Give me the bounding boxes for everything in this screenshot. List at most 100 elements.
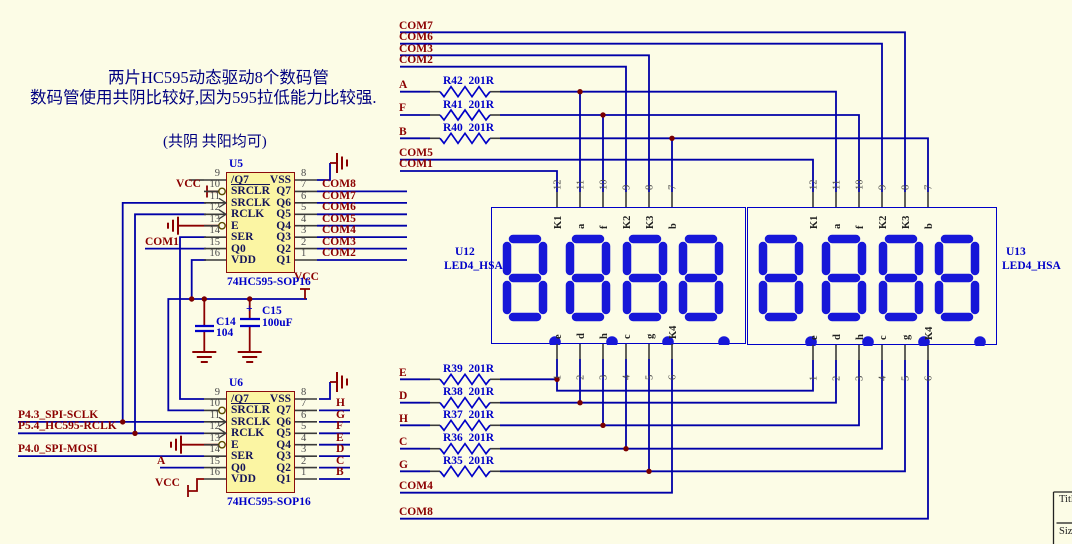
component-U5 (226, 172, 295, 273)
pin-number: 3 (301, 225, 307, 237)
pin-name-SRCLR: SRCLR (231, 185, 270, 198)
net-label-P5.4_HC595-RCLK: P5.4_HC595-RCLK (18, 420, 117, 433)
pin-number: 4 (878, 375, 889, 381)
net-wire (190, 259, 206, 299)
net-label-COM3: COM3 (322, 235, 356, 248)
pin-name-E: E (231, 219, 239, 232)
power-wire (188, 478, 204, 492)
junction-dot (623, 446, 629, 452)
pin-name-VSS: VSS (269, 393, 291, 405)
resistor-label: R35 201R (443, 454, 495, 467)
pin-number: 15 (209, 455, 221, 467)
net-label-VCC: VCC (294, 271, 319, 283)
net-label-COM6: COM6 (399, 30, 433, 43)
pin-number: 9 (214, 168, 220, 179)
pin-number: 7 (301, 398, 307, 410)
net-label-COM2: COM2 (399, 53, 433, 66)
pin-number: 11 (209, 190, 220, 202)
pin-name-Q1: Q1 (276, 473, 291, 485)
net-label-E: E (336, 431, 344, 444)
part-number-U5: 74HC595-SOP16 (227, 276, 311, 288)
annotation-line-3: (共阴 共阳均可) (163, 134, 267, 150)
designator-U5: U5 (229, 158, 244, 170)
net-label-COM8: COM8 (322, 178, 356, 191)
net-label-A: A (399, 78, 408, 91)
junction-dot (646, 468, 652, 474)
pin-number: 11 (832, 180, 843, 190)
net-label-C: C (399, 435, 408, 448)
pin-number: 9 (214, 387, 220, 398)
resistor-zigzag (439, 85, 491, 99)
net-label-D: D (336, 443, 345, 456)
net-label-COM1: COM1 (399, 158, 433, 171)
designator-U12: U12 (455, 246, 475, 258)
decimal-point (805, 336, 817, 346)
junction-dot (669, 135, 675, 141)
net-label-C: C (336, 454, 345, 467)
resistor-zigzag (439, 372, 491, 386)
net-label-COM3: COM3 (399, 42, 433, 55)
net-label-COM7: COM7 (322, 189, 356, 202)
decimal-point (662, 336, 674, 345)
resistor-zigzag (439, 396, 491, 410)
pin-number: 8 (901, 185, 912, 190)
clock-wedge-icon (218, 428, 228, 439)
pin-number: 12 (209, 421, 221, 433)
pin-number: 1 (553, 375, 564, 380)
pin-number: 11 (576, 180, 587, 190)
resistor-zigzag (439, 131, 491, 145)
net-wire (500, 360, 883, 450)
capacitor-label: + (246, 303, 253, 315)
net-label-B: B (336, 466, 344, 478)
resistor-zigzag (439, 418, 491, 432)
pin-name-Q0: Q0 (231, 242, 246, 255)
pin-name-E: E (231, 438, 239, 451)
part-number-U12: LED4_HSA (444, 260, 503, 272)
pin-number: 5 (301, 202, 307, 214)
annotation-line-2: 数码管使用共阴比较好,因为595拉低能力比较强. (30, 88, 377, 107)
pin-number: 10 (209, 398, 221, 410)
pin-number: 5 (901, 376, 912, 381)
capacitor-label: 100uF (262, 317, 293, 329)
pin-number: 2 (301, 455, 307, 467)
net-label-F: F (336, 420, 344, 433)
pin-number: 4 (301, 213, 307, 225)
junction-dot (577, 400, 583, 406)
decimal-point (606, 336, 618, 345)
net-wire (500, 360, 906, 473)
net-wire (556, 359, 814, 392)
pin-number: 10 (855, 180, 866, 191)
net-label-G: G (336, 408, 345, 421)
pin-name-RCLK: RCLK (231, 427, 265, 440)
net-wire (400, 158, 814, 192)
junction-dot (600, 112, 606, 118)
pin-name-Q4: Q4 (276, 438, 291, 451)
junction-dot (132, 430, 138, 436)
net-wire (400, 54, 650, 192)
clock-wedge-icon (218, 416, 228, 427)
net-label-A: A (157, 454, 166, 467)
net-wire (500, 360, 837, 404)
designator-U6: U6 (229, 377, 244, 389)
net-label-P4.3_SPI-SCLK: P4.3_SPI-SCLK (18, 408, 99, 421)
pin-name-VSS: VSS (269, 174, 291, 186)
pin-name-Q6: Q6 (276, 415, 291, 428)
pin-name-SER: SER (231, 231, 254, 244)
junction-dot (120, 419, 126, 425)
net-label-G: G (399, 458, 408, 471)
junction-dot (247, 296, 253, 302)
junction-dot (600, 422, 606, 428)
junction-dot (577, 89, 583, 95)
pin-name-Q3: Q3 (276, 231, 291, 244)
capacitor-label: C15 (262, 305, 282, 317)
decimal-point (862, 336, 874, 346)
net-wire (500, 360, 860, 427)
resistor-label: R40 201R (443, 121, 495, 134)
junction-dot (554, 376, 560, 382)
pin-name-Q3: Q3 (276, 450, 291, 463)
net-label-COM5: COM5 (322, 212, 356, 225)
net-label-COM1: COM1 (145, 235, 179, 248)
resistor-label: R38 201R (443, 386, 495, 399)
seven-segment-digits (502, 234, 730, 345)
